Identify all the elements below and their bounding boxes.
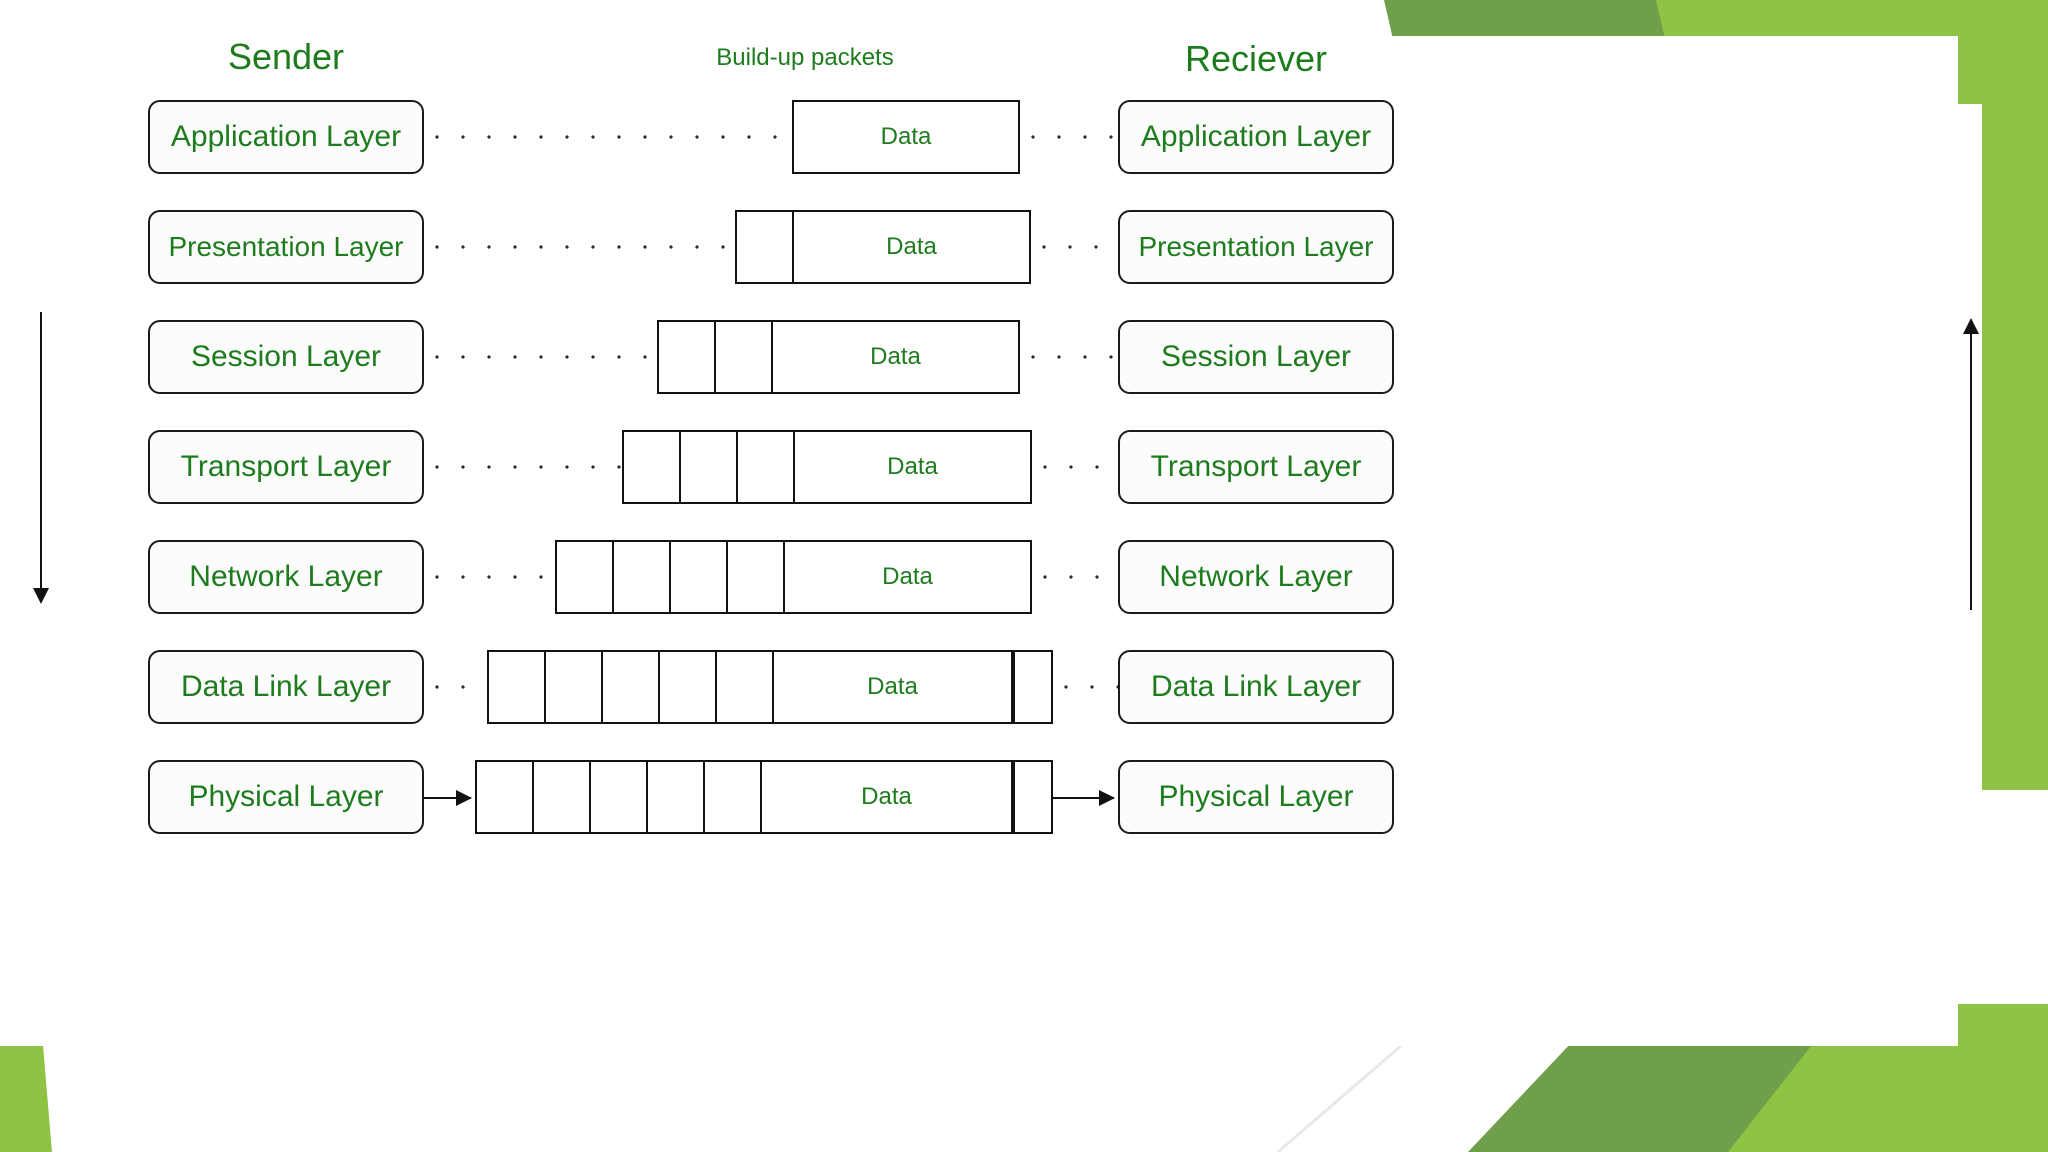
packet-header-cell bbox=[624, 432, 681, 502]
sender-layer-label: Session Layer bbox=[190, 340, 382, 374]
receiver-layer-network[interactable]: Network Layer bbox=[1118, 540, 1394, 614]
packet-transport: Data bbox=[622, 430, 1032, 504]
connector-sender-datalink bbox=[424, 685, 487, 689]
sender-layer-label: Network Layer bbox=[189, 560, 383, 594]
sender-layer-physical[interactable]: Physical Layer bbox=[148, 760, 424, 834]
connector-receiver-session bbox=[1020, 355, 1118, 359]
physical-receive-arrow bbox=[1053, 790, 1115, 806]
connector-sender-transport bbox=[424, 465, 622, 469]
packet-physical: Data bbox=[475, 760, 1053, 834]
arrow-head-down-icon bbox=[33, 588, 49, 604]
connector-receiver-application bbox=[1020, 135, 1118, 139]
connector-sender-application bbox=[424, 135, 792, 139]
packet-header-cell bbox=[705, 762, 762, 832]
packet-header-cell bbox=[737, 212, 794, 282]
column-heading-sender: Sender bbox=[227, 36, 345, 77]
packet-data-cell: Data bbox=[882, 563, 933, 590]
sender-layer-transport[interactable]: Transport Layer bbox=[148, 430, 424, 504]
packet-header-cell bbox=[489, 652, 546, 722]
packet-header-cell bbox=[717, 652, 774, 722]
receiver-layer-label: Application Layer bbox=[1140, 120, 1372, 154]
packet-header-cell bbox=[648, 762, 705, 832]
receiver-layer-label: Presentation Layer bbox=[1138, 231, 1374, 263]
encapsulation-arrow-down bbox=[33, 312, 49, 604]
receiver-layer-datalink[interactable]: Data Link Layer bbox=[1118, 650, 1394, 724]
sender-layer-presentation[interactable]: Presentation Layer bbox=[148, 210, 424, 284]
sender-layer-label: Physical Layer bbox=[188, 780, 384, 814]
packet-header-cell bbox=[603, 652, 660, 722]
packet-data-cell: Data bbox=[774, 652, 1013, 722]
packet-header-cell bbox=[659, 322, 716, 392]
column-heading-receiver: Reciever bbox=[1184, 38, 1328, 79]
packet-header-cell bbox=[728, 542, 785, 612]
packet-header-cell bbox=[681, 432, 738, 502]
receiver-layer-session[interactable]: Session Layer bbox=[1118, 320, 1394, 394]
sender-layer-label: Presentation Layer bbox=[168, 231, 404, 263]
packet-data-cell: Data bbox=[870, 343, 921, 370]
packet-header-cell bbox=[534, 762, 591, 832]
packet-header-cell bbox=[660, 652, 717, 722]
packet-datalink: Data bbox=[487, 650, 1053, 724]
sender-layer-network[interactable]: Network Layer bbox=[148, 540, 424, 614]
packet-header-cell bbox=[591, 762, 648, 832]
sender-layer-label: Data Link Layer bbox=[180, 670, 392, 704]
sender-layer-session[interactable]: Session Layer bbox=[148, 320, 424, 394]
receiver-layer-presentation[interactable]: Presentation Layer bbox=[1118, 210, 1394, 284]
packet-presentation: Data bbox=[735, 210, 1031, 284]
connector-receiver-network bbox=[1032, 575, 1118, 579]
receiver-layer-label: Transport Layer bbox=[1150, 450, 1362, 484]
connector-sender-session bbox=[424, 355, 657, 359]
column-heading-buildup: Build-up packets bbox=[716, 44, 894, 71]
packet-data-cell: Data bbox=[880, 123, 932, 150]
receiver-layer-physical[interactable]: Physical Layer bbox=[1118, 760, 1394, 834]
packet-session: Data bbox=[657, 320, 1020, 394]
connector-receiver-presentation bbox=[1031, 245, 1118, 249]
sender-layer-label: Transport Layer bbox=[180, 450, 392, 484]
packet-header-cell bbox=[546, 652, 603, 722]
arrow-head-up-icon bbox=[1963, 318, 1979, 334]
receiver-layer-application[interactable]: Application Layer bbox=[1118, 100, 1394, 174]
connector-receiver-datalink bbox=[1053, 685, 1118, 689]
packet-header-cell bbox=[477, 762, 534, 832]
decoration-right-band bbox=[1982, 0, 2048, 790]
packet-data-cell: Data bbox=[886, 233, 937, 260]
packet-header-cell bbox=[738, 432, 795, 502]
receiver-layer-label: Physical Layer bbox=[1158, 780, 1354, 814]
sender-layer-label: Application Layer bbox=[170, 120, 402, 154]
decapsulation-arrow-up bbox=[1963, 318, 1979, 610]
sender-layer-datalink[interactable]: Data Link Layer bbox=[148, 650, 424, 724]
connector-receiver-transport bbox=[1032, 465, 1118, 469]
connector-sender-presentation bbox=[424, 245, 735, 249]
packet-data-cell: Data bbox=[762, 762, 1013, 832]
receiver-layer-label: Session Layer bbox=[1160, 340, 1352, 374]
packet-data-cell: Data bbox=[887, 453, 938, 480]
physical-send-arrow bbox=[424, 790, 472, 806]
packet-header-cell bbox=[614, 542, 671, 612]
receiver-layer-label: Data Link Layer bbox=[1150, 670, 1362, 704]
connector-sender-network bbox=[424, 575, 555, 579]
packet-header-cell bbox=[671, 542, 728, 612]
packet-application: Data bbox=[792, 100, 1020, 174]
packet-trailer-cell bbox=[1013, 652, 1051, 722]
packet-header-cell bbox=[557, 542, 614, 612]
packet-header-cell bbox=[716, 322, 773, 392]
receiver-layer-transport[interactable]: Transport Layer bbox=[1118, 430, 1394, 504]
packet-network: Data bbox=[555, 540, 1032, 614]
receiver-layer-label: Network Layer bbox=[1159, 560, 1353, 594]
packet-trailer-cell bbox=[1013, 762, 1051, 832]
sender-layer-application[interactable]: Application Layer bbox=[148, 100, 424, 174]
